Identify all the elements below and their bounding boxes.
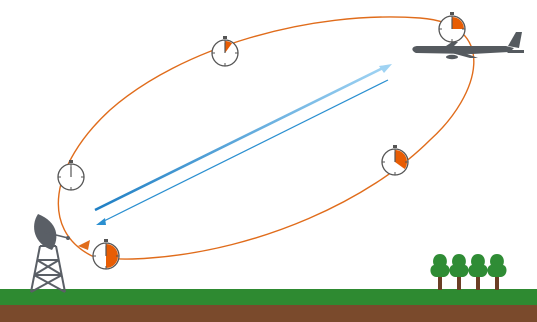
tree-canopy: [487, 254, 506, 277]
stopwatch-group: [58, 12, 465, 269]
stopwatch-icon: [439, 12, 465, 42]
orbit-path: [58, 17, 473, 259]
airplane-icon: [412, 32, 524, 59]
stopwatch-icon: [382, 145, 408, 175]
tree-canopy: [430, 254, 449, 277]
tree-canopy: [468, 254, 487, 277]
stopwatch-icon: [58, 160, 84, 190]
outgoing-beam-arrowhead: [379, 64, 392, 73]
stopwatch-icon: [212, 36, 238, 66]
stopwatch-icon: [93, 239, 119, 269]
return-beam-arrowhead: [96, 218, 106, 225]
elapsed-wedge: [452, 17, 464, 29]
soil-strip: [0, 305, 537, 322]
radar-antenna-icon: [31, 214, 70, 292]
grass-strip: [0, 289, 537, 305]
tree-canopy: [449, 254, 468, 277]
trees-icon: [430, 254, 506, 290]
